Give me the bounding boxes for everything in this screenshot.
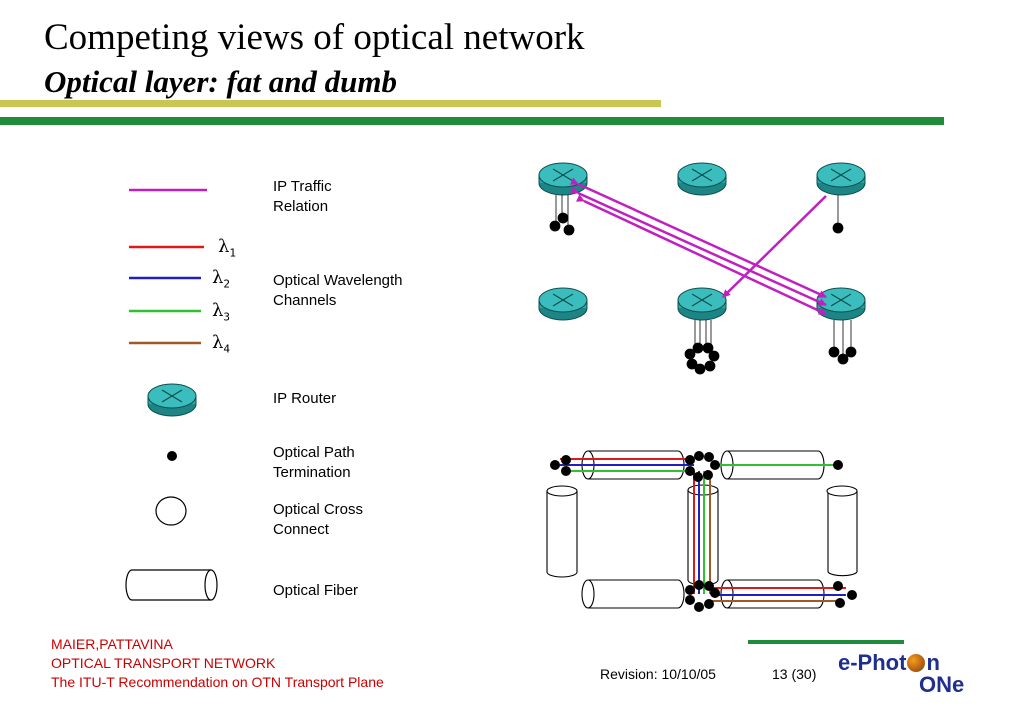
lambda-4-label: λ4 (212, 332, 230, 356)
lambda-2-label: λ2 (212, 267, 230, 291)
lambda-symbol: λ (212, 332, 224, 353)
router-terminations (549, 195, 857, 375)
legend-ip-traffic-text-2: Relation (273, 198, 329, 215)
wavelength-channels (560, 458, 846, 602)
legend-ip-traffic-label: IP Traffic Relation (273, 177, 332, 217)
legend-cross-connect-text-2: Connect (273, 521, 329, 538)
router-top-left (538, 162, 588, 196)
lambda-symbol: λ (212, 300, 224, 321)
cross-connect-nodes (550, 451, 857, 612)
lambda-3-label: λ3 (212, 300, 230, 324)
lambda-index: 4 (223, 342, 231, 356)
footer-author: MAIER,PATTAVINA (51, 636, 173, 652)
legend-wavelength-text-1: Optical Wavelength (273, 272, 403, 289)
router-top-right (816, 162, 866, 196)
legend-fiber-icon (125, 569, 218, 601)
lambda-symbol: λ (212, 267, 224, 288)
footer-topic: The ITU-T Recommendation on OTN Transpor… (51, 674, 384, 690)
legend-ip-router-label: IP Router (273, 390, 337, 407)
slide-subtitle: Optical layer: fat and dumb (44, 64, 398, 99)
logo-line-1: e-Phot n (838, 650, 940, 676)
router-top-middle (677, 162, 727, 196)
router-bottom-middle (677, 287, 727, 321)
legend-router-icon (147, 383, 197, 417)
logo-text-ephot: e-Phot (838, 650, 907, 675)
footer-page-number: 13 (30) (772, 666, 817, 682)
ip-traffic-arrows (569, 177, 827, 316)
title-underline-olive (0, 100, 661, 107)
legend-path-term-text-2: Termination (273, 464, 351, 481)
legend-path-termination-dot (167, 451, 177, 461)
globe-icon (907, 654, 926, 672)
lambda-1-label: λ1 (218, 236, 236, 260)
legend-path-term-text-1: Optical Path (273, 444, 355, 461)
legend-wavelength-text-2: Channels (273, 292, 337, 309)
legend-wavelength-label: Optical Wavelength Channels (273, 271, 403, 311)
legend-cross-connect-label: Optical Cross Connect (273, 500, 363, 540)
legend-cross-connect-text-1: Optical Cross (273, 501, 364, 518)
lambda-index: 1 (229, 246, 237, 260)
legend-fiber-label: Optical Fiber (273, 582, 359, 599)
title-underline-green (0, 117, 944, 125)
lambda-index: 2 (223, 277, 231, 291)
lambda-symbol: λ (218, 236, 230, 257)
legend-cross-connect-circle (155, 496, 187, 526)
lambda-index: 3 (223, 310, 231, 324)
footer-accent-bar (748, 640, 904, 644)
legend-path-termination-label: Optical Path Termination (273, 443, 355, 483)
router-bottom-left (538, 287, 588, 321)
logo-text-n: n (926, 650, 940, 675)
footer-revision: Revision: 10/10/05 (600, 666, 716, 682)
footer-course: OPTICAL TRANSPORT NETWORK (51, 655, 276, 671)
slide-title: Competing views of optical network (44, 17, 585, 58)
legend-ip-traffic-text-1: IP Traffic (273, 178, 332, 195)
logo-line-2: ONe (919, 672, 965, 697)
